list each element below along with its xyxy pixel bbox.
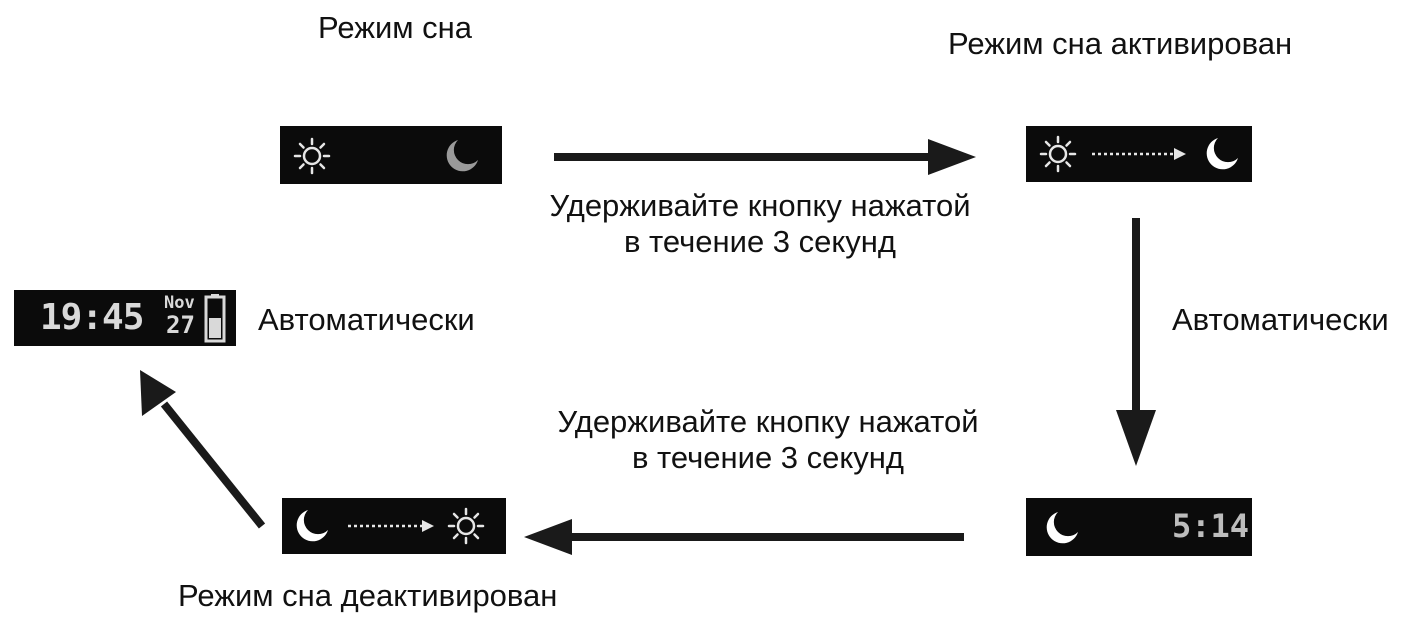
sun-icon bbox=[1039, 135, 1077, 173]
sleep-clock-time: 5:14 bbox=[1172, 507, 1250, 545]
arrow-down-right bbox=[1116, 218, 1156, 466]
screen-clock: 19:45 Nov 27 bbox=[14, 290, 236, 346]
moon-icon bbox=[296, 510, 328, 542]
moon-icon bbox=[1206, 138, 1238, 170]
label-automatic-right: Автоматически bbox=[1172, 302, 1389, 337]
label-sleep-mode-deactivated: Режим сна деактивирован bbox=[178, 578, 558, 613]
label-hold-bottom-line2: в течение 3 секунд bbox=[631, 440, 905, 475]
label-hold-bottom-line1: Удерживайте кнопку нажатой bbox=[557, 404, 979, 439]
arrow-right-top bbox=[554, 139, 976, 175]
label-sleep-mode-activated: Режим сна активирован bbox=[948, 26, 1293, 61]
label-automatic-left: Автоматически bbox=[258, 302, 475, 337]
label-hold-bottom: Удерживайте кнопку нажатой в течение 3 с… bbox=[518, 404, 1018, 476]
dotted-arrow-icon bbox=[1092, 148, 1186, 160]
arrow-left-bottom bbox=[524, 519, 964, 555]
clock-time: 19:45 bbox=[40, 297, 144, 338]
screen-sleep-mode bbox=[280, 126, 502, 184]
screen-sleep-activated bbox=[1026, 126, 1252, 182]
label-hold-top: Удерживайте кнопку нажатой в течение 3 с… bbox=[510, 188, 1010, 260]
clock-day: 27 bbox=[166, 311, 195, 339]
screen-sleep-deactivated bbox=[282, 498, 506, 554]
sun-icon bbox=[447, 507, 485, 545]
dotted-arrow-icon bbox=[348, 520, 434, 532]
arrow-up-left bbox=[140, 370, 266, 529]
label-hold-top-line2: в течение 3 секунд bbox=[623, 224, 897, 259]
moon-icon bbox=[446, 140, 478, 172]
screen-sleep-clock: 5:14 bbox=[1026, 498, 1252, 556]
label-hold-top-line1: Удерживайте кнопку нажатой bbox=[549, 188, 971, 223]
label-sleep-mode: Режим сна bbox=[318, 10, 473, 45]
sun-icon bbox=[293, 137, 331, 175]
clock-month: Nov bbox=[164, 293, 195, 313]
